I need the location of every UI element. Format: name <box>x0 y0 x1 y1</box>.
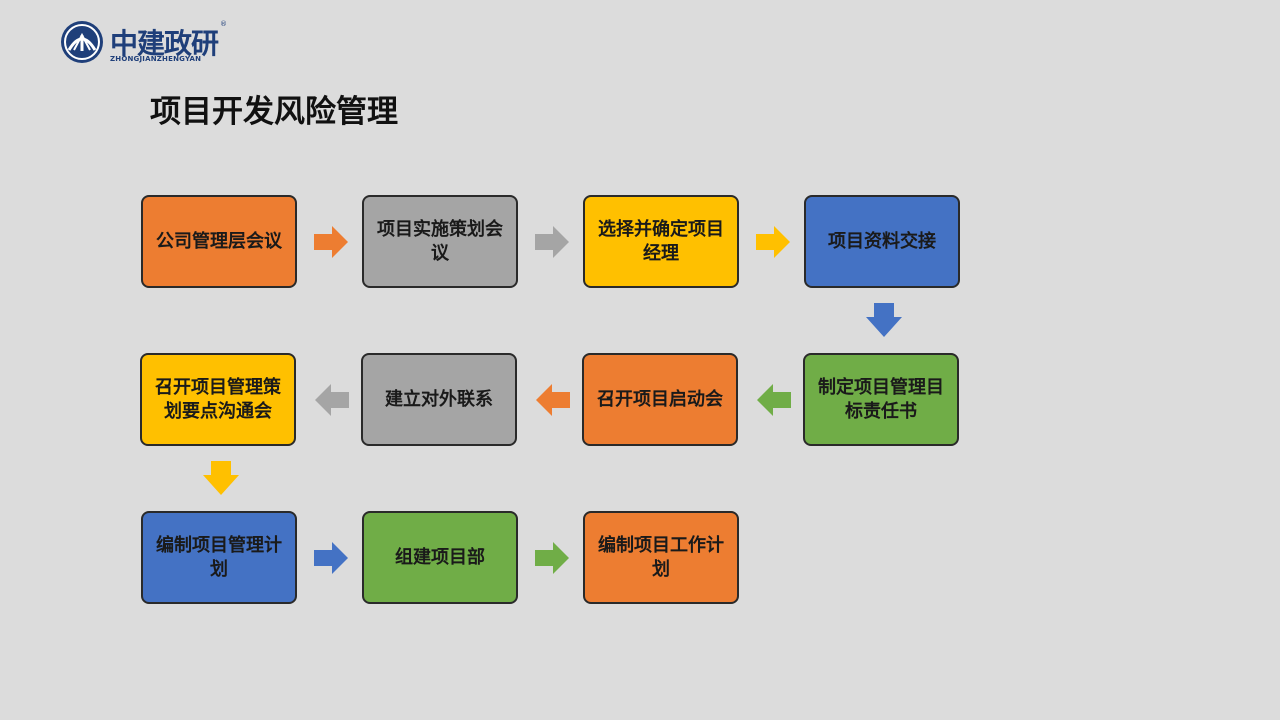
step-box-11: 编制项目工作计划 <box>583 511 739 604</box>
arrow-right-icon <box>314 542 348 574</box>
step-box-5: 制定项目管理目标责任书 <box>803 353 959 446</box>
arrow-right-icon <box>314 226 348 258</box>
arrow-left-icon <box>536 384 570 416</box>
step-box-2: 项目实施策划会议 <box>362 195 518 288</box>
page-title: 项目开发风险管理 <box>150 94 398 130</box>
arrow-down-icon <box>866 303 902 337</box>
step-box-4: 项目资料交接 <box>804 195 960 288</box>
step-box-6: 召开项目启动会 <box>582 353 738 446</box>
arrow-down-icon <box>203 461 239 495</box>
step-box-1: 公司管理层会议 <box>141 195 297 288</box>
step-box-8: 召开项目管理策划要点沟通会 <box>140 353 296 446</box>
arrow-left-icon <box>315 384 349 416</box>
step-box-10: 组建项目部 <box>362 511 518 604</box>
arrow-right-icon <box>756 226 790 258</box>
logo-subtext: ZHONGJIANZHENGYAN <box>110 55 202 63</box>
arrow-right-icon <box>535 542 569 574</box>
logo-emblem-icon <box>61 21 103 63</box>
arrow-left-icon <box>757 384 791 416</box>
step-box-7: 建立对外联系 <box>361 353 517 446</box>
logo-registered-mark: ® <box>220 20 227 28</box>
step-box-3: 选择并确定项目经理 <box>583 195 739 288</box>
logo-text: 中建政研 <box>110 27 219 60</box>
arrow-right-icon <box>535 226 569 258</box>
step-box-9: 编制项目管理计划 <box>141 511 297 604</box>
